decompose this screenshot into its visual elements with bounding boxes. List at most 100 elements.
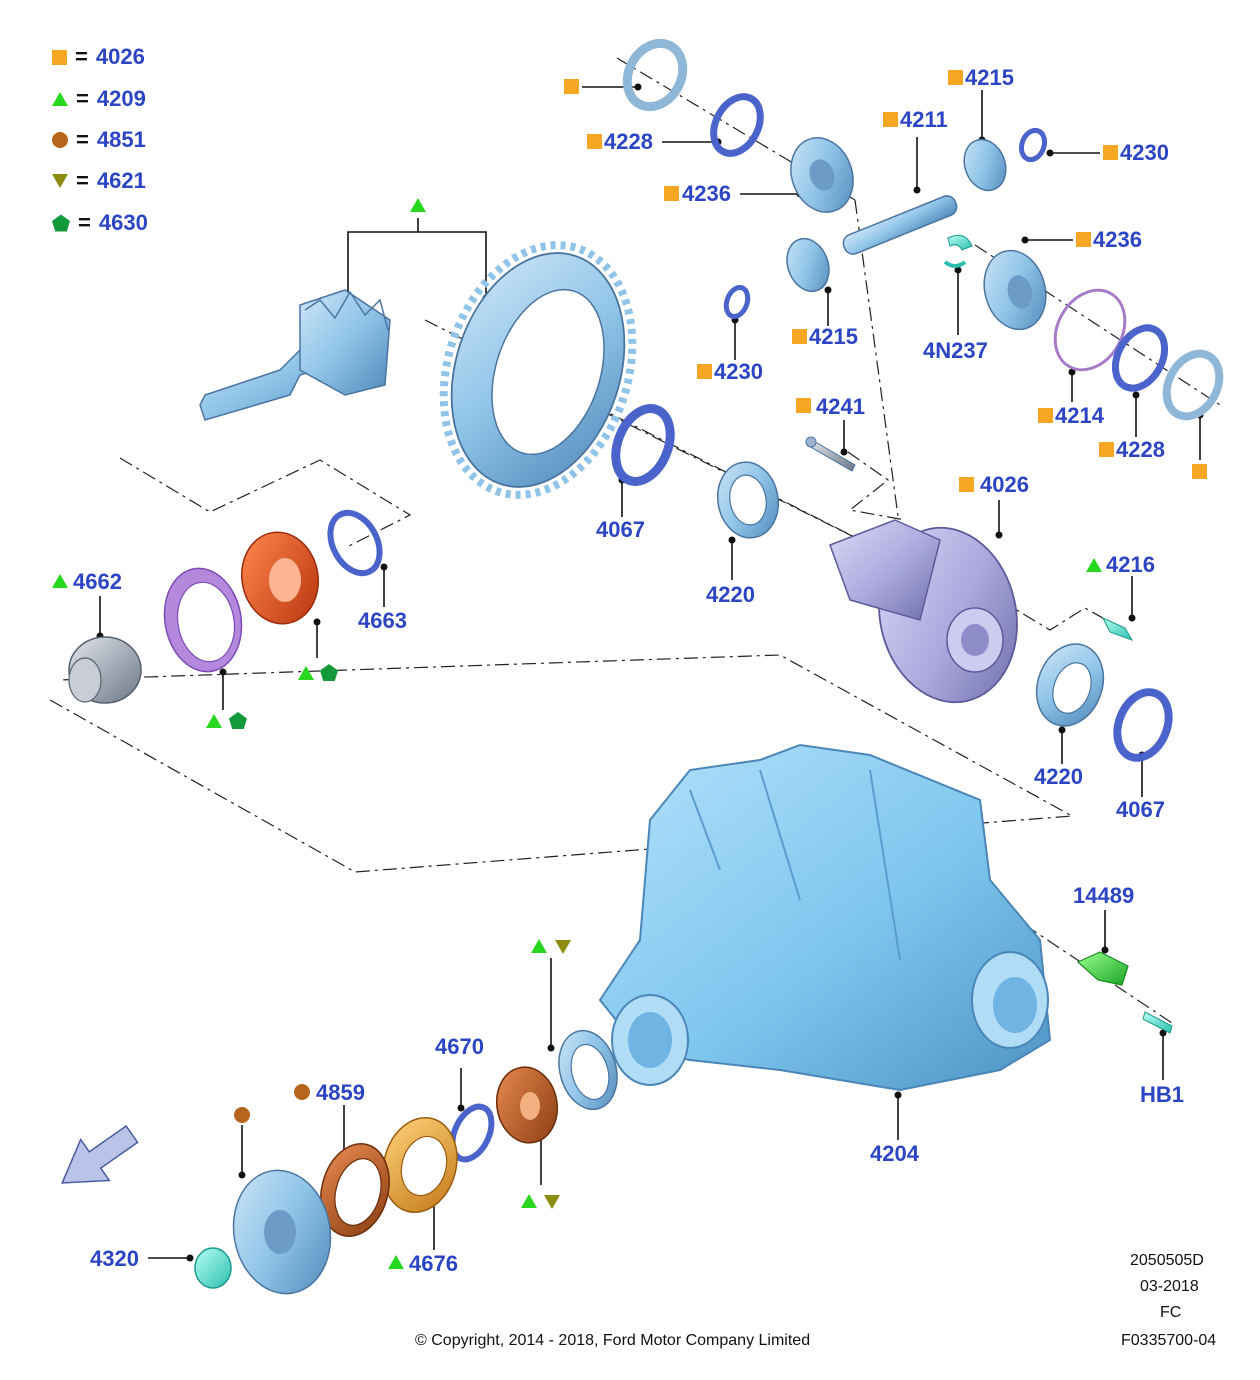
thrust-washer-4230-left [723,284,751,320]
label-HB1: HB1 [1140,1082,1185,1107]
legend-equals: = [78,210,91,235]
footer-code: 2050505D [1130,1252,1204,1269]
pinion-gear-top [963,138,1007,192]
circle-icon [52,132,68,148]
label-4215-top: 4215 [965,65,1014,90]
direction-arrow [61,1124,139,1184]
label-4214: 4214 [1055,403,1104,428]
bolt-4241 [805,436,856,472]
bearing-cup-purple [163,567,243,673]
legend-equals: = [76,168,89,193]
label-4220-lower: 4220 [1034,764,1083,789]
label-4026: 4026 [980,472,1029,497]
label-4230-right: 4230 [1120,140,1169,165]
bolt-HB1 [1142,1011,1173,1034]
legend-number: 4630 [98,210,148,235]
square-icon [1192,464,1207,479]
bearing-cone-red [240,531,320,625]
label-4320: 4320 [90,1246,139,1271]
copyright-notice: © Copyright, 2014 - 2018, Ford Motor Com… [415,1332,811,1349]
square-icon [52,49,67,65]
side-gear-right [983,249,1047,331]
square-icon [564,79,579,94]
triangle-up-icon [1086,558,1102,572]
label-4662: 4662 [73,569,122,594]
triangle-up-icon [52,92,68,106]
triangle-down-icon [555,940,571,954]
pinion-flange [232,1169,332,1295]
pinion-gear-mid [786,237,830,293]
legend-row-triangle-down: = 4621 [52,168,146,193]
shim-4067-upper [611,404,675,486]
sensor-14489 [1076,951,1129,986]
o-ring-4214 [1053,288,1127,372]
triangle-down-icon [544,1195,560,1209]
pinion-shaft [842,195,958,255]
legend-row-square: = 4026 [52,44,145,69]
thrust-washer-outer-right [1162,349,1224,421]
triangle-down-icon [52,174,68,188]
deflector-4859 [320,1143,390,1237]
differential-carrier [829,519,1018,704]
square-icon [664,186,679,201]
legend-number: 4621 [96,168,146,193]
label-4859: 4859 [316,1080,365,1105]
triangle-up-icon [531,939,547,953]
footer-region: FC [1160,1304,1182,1321]
label-4067-upper: 4067 [596,517,645,542]
circle-icon [294,1084,310,1100]
label-4216: 4216 [1106,552,1155,577]
thrust-washer-4228-right [1111,324,1169,392]
clip-4N237 [943,234,973,268]
footer-ref: F0335700-04 [1121,1332,1217,1349]
pentagon-icon [52,214,70,232]
collapsible-spacer-4662 [68,636,142,704]
circle-icon [234,1107,250,1123]
pentagon-icon [320,664,338,681]
bearing-cup-4220-upper [716,461,780,539]
bearing-cup-4220-lower [1035,643,1105,727]
label-4N237: 4N237 [923,338,988,363]
label-4067-lower: 4067 [1116,797,1165,822]
pentagon-icon [229,712,247,729]
square-icon [792,329,807,344]
thrust-washer-4228-left [710,93,764,157]
pinion-nut-4320 [194,1247,232,1289]
square-icon [948,70,963,85]
triangle-up-icon [388,1255,404,1269]
label-4236-left: 4236 [682,181,731,206]
legend-equals: = [76,127,89,152]
legend-row-circle: = 4851 [52,127,146,152]
shim-4663 [327,509,383,577]
label-4236-right: 4236 [1093,227,1142,252]
legend-row-triangle-up: = 4209 [52,86,146,111]
square-icon [697,364,712,379]
legend-equals: = [75,44,88,69]
square-icon [1076,232,1091,247]
legend-row-pentagon: = 4630 [52,210,148,235]
thrust-washer-outer-left [622,38,688,112]
shim-4067-lower [1113,688,1173,762]
square-icon [1038,408,1053,423]
legend-number: 4026 [95,44,145,69]
label-4220-upper: 4220 [706,582,755,607]
drive-pinion [199,289,391,421]
label-4228-right: 4228 [1116,437,1165,462]
square-icon [959,477,974,492]
triangle-up-icon [521,1194,537,1208]
legend-number: 4851 [96,127,146,152]
label-14489: 14489 [1073,883,1135,908]
ring-gear [439,241,637,499]
triangle-up-icon [206,714,222,728]
label-4676: 4676 [409,1251,458,1276]
square-icon [1103,145,1118,160]
label-4230-left: 4230 [714,359,763,384]
label-4663: 4663 [358,608,407,633]
bearing-cone-brown [495,1066,559,1144]
legend-equals: = [76,86,89,111]
bearing-cup-lower [558,1029,618,1111]
square-icon [587,134,602,149]
triangle-up-icon [298,666,314,680]
